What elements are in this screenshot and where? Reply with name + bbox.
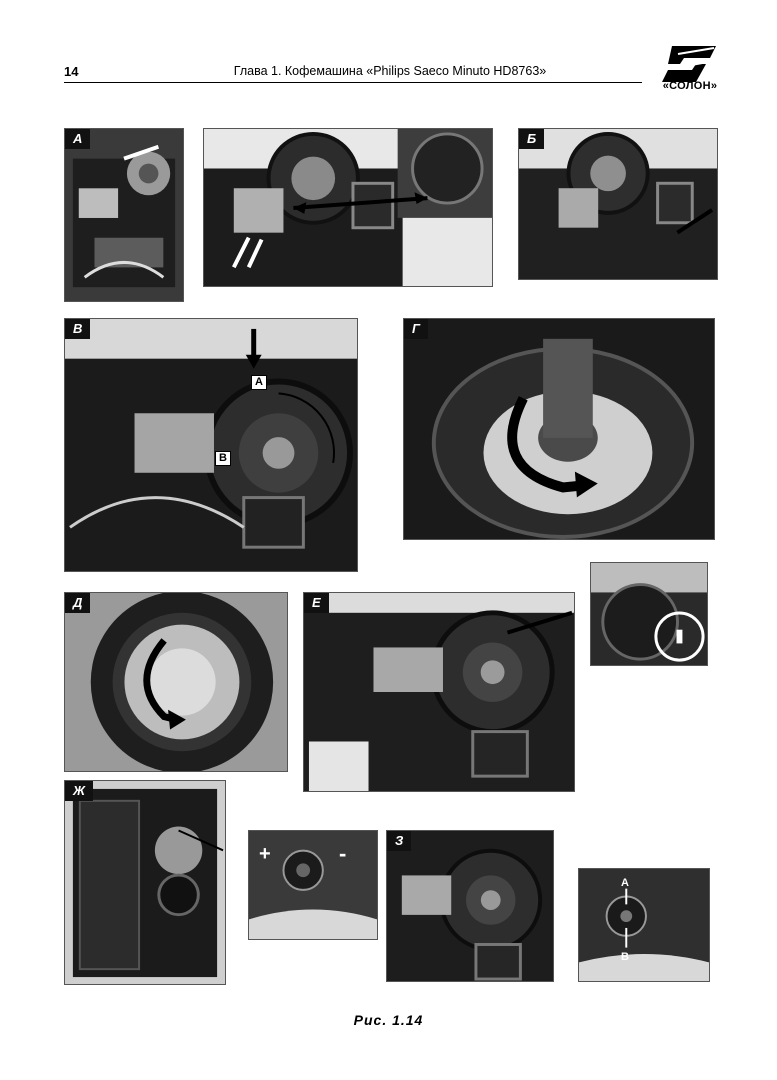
photo-gear-wheel-d (65, 593, 287, 771)
panel-label-v: В (65, 319, 91, 339)
photo-machine-interior-a (65, 129, 183, 301)
photo-panel-zh: Ж (64, 780, 226, 985)
panel-label-z: З (387, 831, 412, 851)
page-number: 14 (64, 64, 79, 79)
photo-panel-e: Е (303, 592, 575, 792)
figure-caption: Рис. 1.14 (353, 1012, 424, 1028)
header-divider (64, 82, 642, 83)
photo-burr-rotation-g (404, 319, 714, 539)
photo-dial-closeup (249, 831, 377, 939)
photo-panel-g: Г (403, 318, 715, 540)
photo-grind-adjust-dial: + - (248, 830, 378, 940)
panel-label-zh: Ж (65, 781, 94, 801)
photo-gear-assembly-v (65, 319, 357, 571)
photo-machine-body-zh (65, 781, 225, 984)
photo-inset-gear-mark (590, 562, 708, 666)
panel-label-a: А (65, 129, 91, 149)
photo-dial-positions (579, 869, 709, 981)
photo-panel-b: Б (518, 128, 718, 280)
final-point-a: А (621, 877, 629, 889)
photo-final-position-check: А В (578, 868, 710, 982)
photo-reassembly-e (304, 593, 574, 791)
chapter-title: Глава 1. Кофемашина «Philips Saeco Minut… (233, 64, 547, 78)
photo-gear-alignment-z (387, 831, 553, 981)
panel-label-g: Г (404, 319, 428, 339)
panel-label-e: Е (304, 593, 329, 613)
photo-panel-a: А (64, 128, 184, 302)
photo-motor-gear-top (204, 129, 492, 286)
publisher-logo (662, 46, 716, 82)
photo-gear-mark-detail (591, 563, 707, 665)
photo-panel-d: Д (64, 592, 288, 772)
photo-panel-z: З (386, 830, 554, 982)
callout-point-b: В (215, 451, 231, 466)
photo-grinder-b (519, 129, 717, 279)
photo-panel-v: В А В (64, 318, 358, 572)
final-point-b: В (621, 951, 629, 963)
dial-plus-label: + (259, 843, 271, 865)
panel-label-b: Б (519, 129, 545, 149)
panel-label-d: Д (65, 593, 91, 613)
dial-minus-label: - (339, 841, 347, 866)
publisher-logo-text: «СОЛОН» (662, 80, 718, 92)
photo-motor-top (203, 128, 493, 287)
callout-point-a: А (251, 375, 267, 390)
